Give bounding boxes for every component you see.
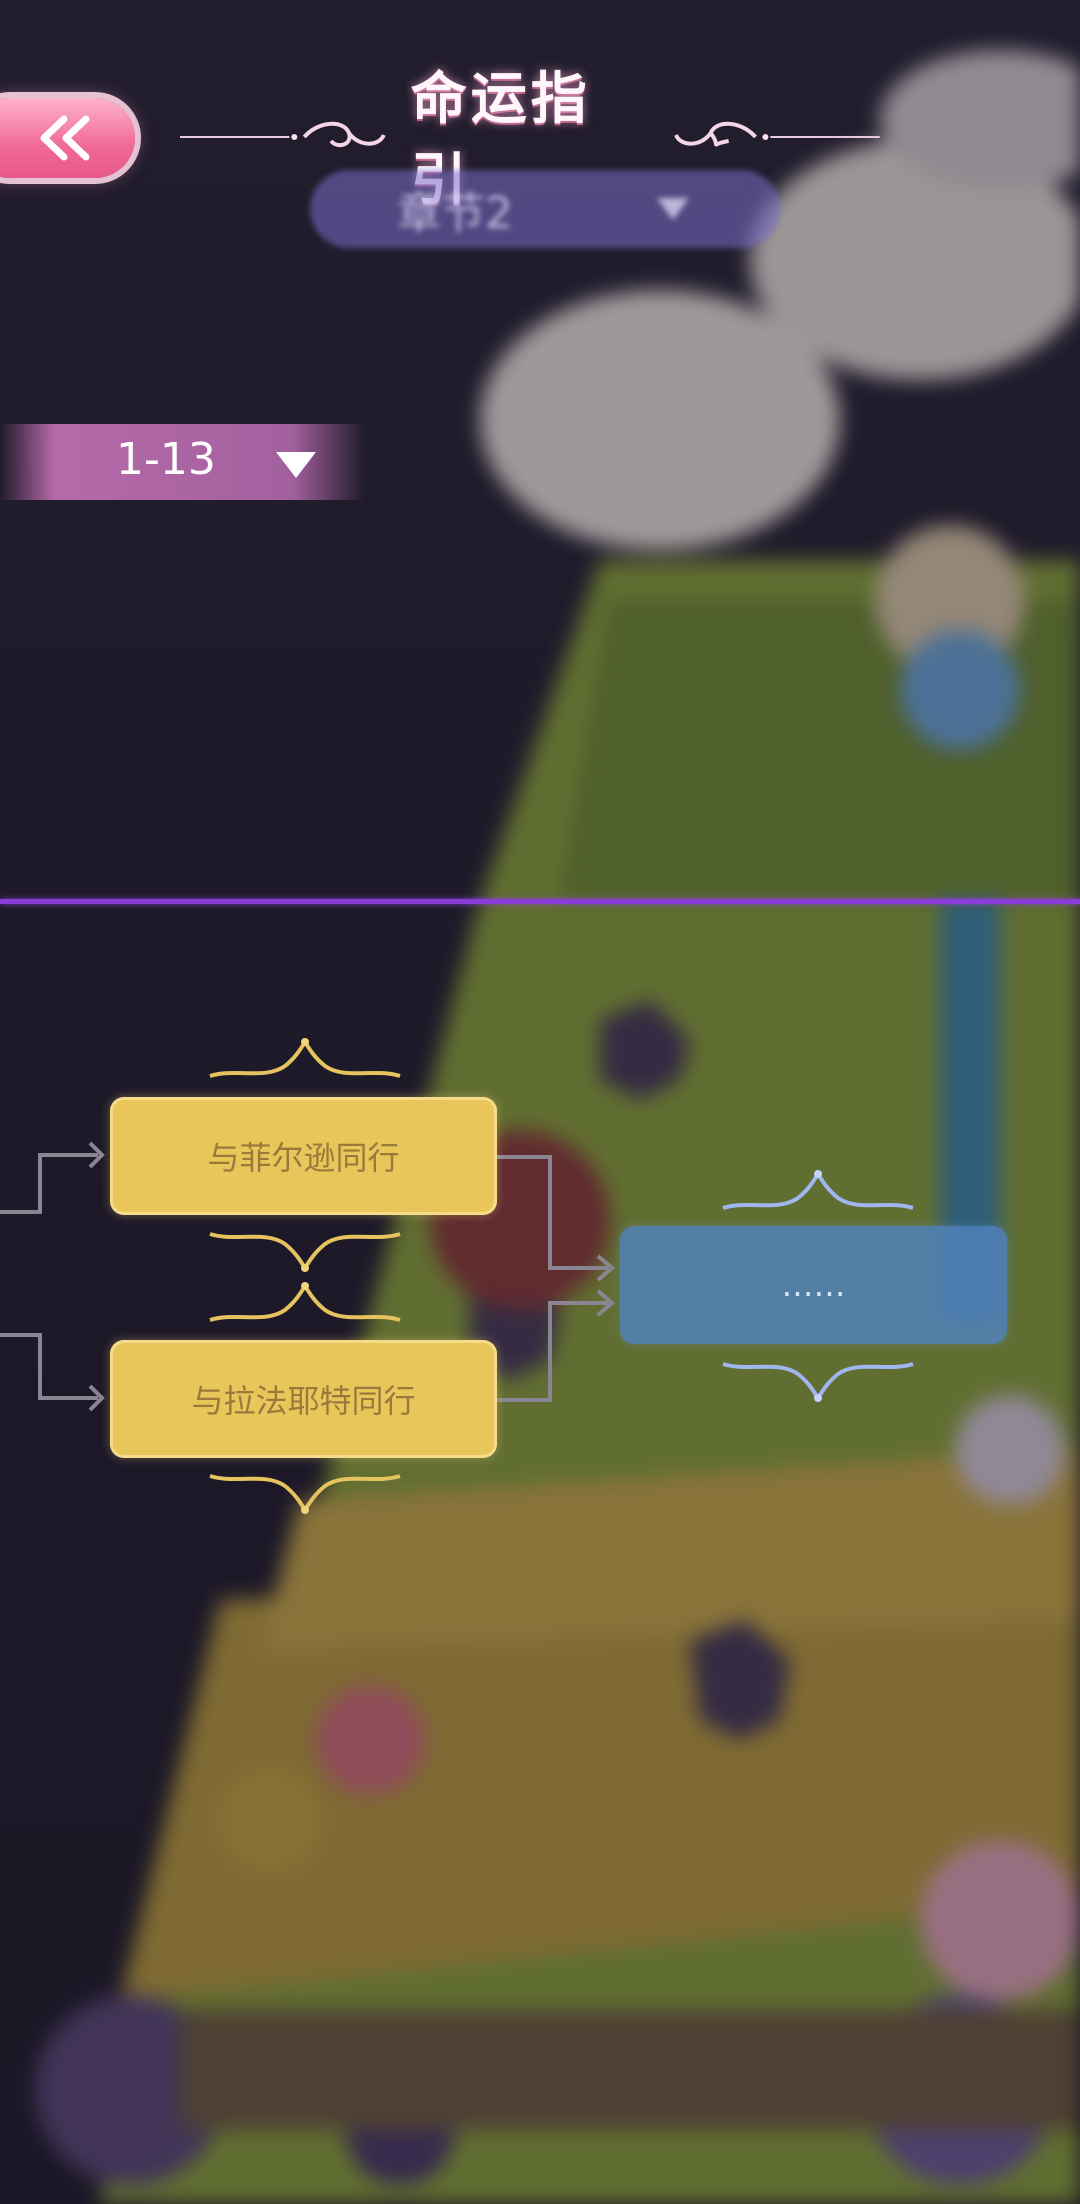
choice-node-lafayette[interactable]: 与拉法耶特同行 [110, 1340, 497, 1458]
chapter-dropdown: 章节2 [310, 170, 780, 248]
ornament-bottom-result [722, 1362, 914, 1402]
choice-label: 与拉法耶特同行 [191, 1382, 416, 1420]
result-label: …… [781, 1266, 846, 1304]
title-flourish-left [180, 121, 386, 148]
choice-node-filson[interactable]: 与菲尔逊同行 [110, 1097, 497, 1215]
title-flourish-right [674, 121, 881, 147]
ornament-top-result [722, 1170, 914, 1210]
triangle-down-icon [657, 198, 689, 220]
double-chevron-left-icon [40, 115, 89, 161]
ornament-bottom-2 [209, 1474, 401, 1514]
ornament-bottom-1 [209, 1232, 401, 1272]
ornament-top-2 [209, 1282, 401, 1322]
ornament-top-1 [209, 1038, 401, 1078]
level-dropdown[interactable]: 1-13 [0, 424, 365, 500]
triangle-down-icon [276, 452, 316, 478]
level-label: 1-13 [116, 434, 216, 485]
choice-label: 与菲尔逊同行 [207, 1139, 400, 1177]
back-button[interactable] [0, 98, 135, 178]
result-node[interactable]: …… [620, 1226, 1007, 1344]
chapter-label: 章节2 [397, 188, 513, 239]
section-divider [0, 899, 1080, 904]
